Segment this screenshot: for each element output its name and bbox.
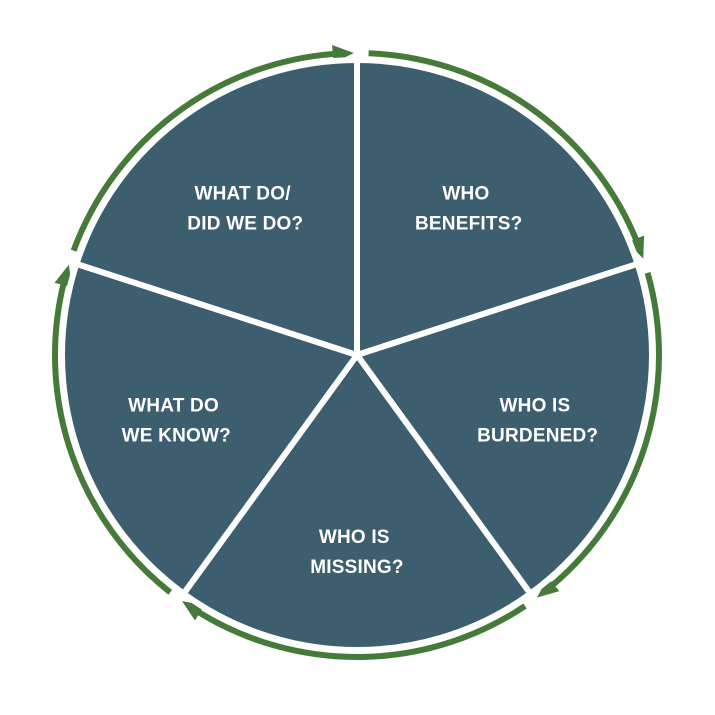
segment-burdened <box>352 260 655 598</box>
label-benefits-line-1: WHO <box>442 183 489 204</box>
label-burdened-line-1: WHO IS <box>500 396 571 417</box>
segment-missing <box>179 349 535 654</box>
label-missing-line-1: WHO IS <box>319 527 390 548</box>
segments <box>59 56 655 654</box>
label-benefits: WHO BENEFITS? <box>415 183 522 234</box>
label-know-line-2: WE KNOW? <box>122 426 231 447</box>
label-missing-line-2: MISSING? <box>310 557 403 578</box>
label-did-line-2: DID WE DO? <box>187 213 303 234</box>
label-know-line-1: WHAT DO <box>128 396 219 417</box>
label-burdened: WHO IS BURDENED? <box>477 396 598 447</box>
arrow-head-icon <box>537 577 560 598</box>
segment-benefits <box>354 56 642 360</box>
labels: WHO BENEFITS? WHO IS BURDENED? WHO IS MI… <box>122 183 598 578</box>
label-did: WHAT DO/ DID WE DO? <box>187 183 303 234</box>
label-benefits-line-2: BENEFITS? <box>415 213 522 234</box>
label-know: WHAT DO WE KNOW? <box>122 396 231 447</box>
label-burdened-line-2: BURDENED? <box>477 426 598 447</box>
segment-know <box>59 260 362 598</box>
label-did-line-1: WHAT DO/ <box>194 183 291 204</box>
ring-arc <box>70 50 336 252</box>
cycle-ring <box>52 45 662 660</box>
ring-arc <box>196 603 527 660</box>
ring-arc <box>368 50 640 243</box>
arrow-head-icon <box>54 264 72 288</box>
ring-arc <box>549 271 662 588</box>
ring-arc <box>52 282 173 595</box>
segment-did <box>72 56 360 360</box>
label-missing: WHO IS MISSING? <box>310 527 403 578</box>
